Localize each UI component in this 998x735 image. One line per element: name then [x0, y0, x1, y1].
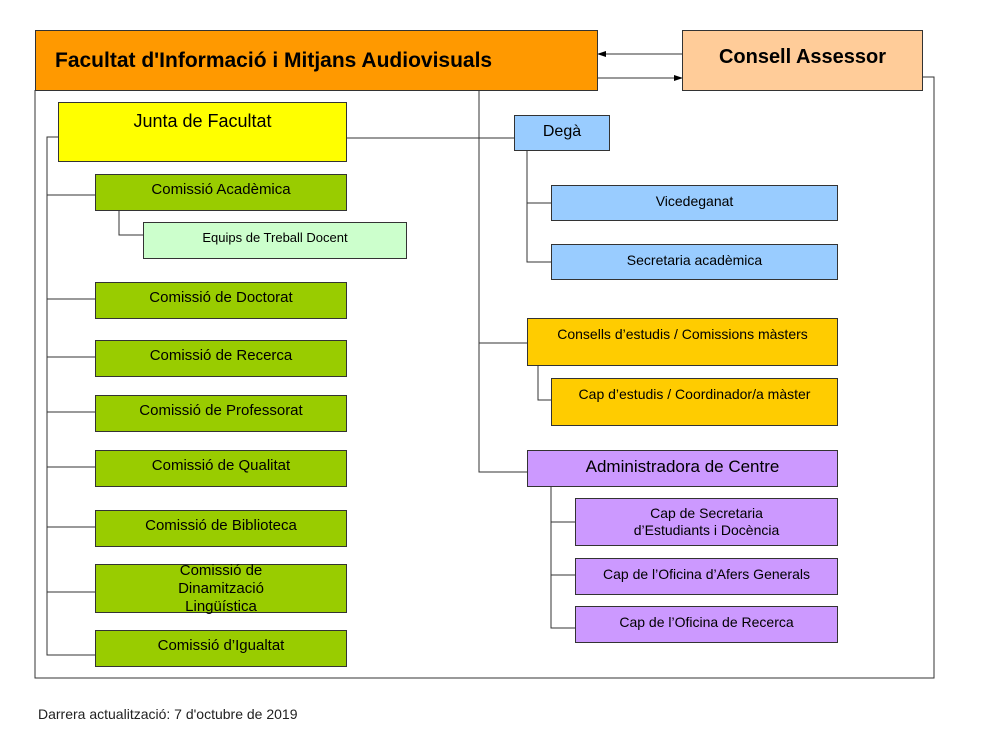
commission-recerca: Comissió de Recerca [95, 340, 347, 377]
vice-dean-box: Vicedeganat [551, 185, 838, 221]
studies-head-box: Cap d’estudis / Coordinador/a màster [551, 378, 838, 426]
commission-professorat: Comissió de Professorat [95, 395, 347, 432]
general-affairs-box: Cap de l’Oficina d’Afers Generals [575, 558, 838, 595]
academic-secretary-box: Secretaria acadèmica [551, 244, 838, 280]
left-spine [46, 136, 95, 656]
students-secretary-box: Cap de Secretaria d’Estudiants i Docènci… [575, 498, 838, 546]
dean-box: Degà [514, 115, 610, 151]
council-box: Consell Assessor [682, 30, 923, 91]
faculty-box: Facultat d'Informació i Mitjans Audiovis… [35, 30, 598, 91]
commission-qualitat: Comissió de Qualitat [95, 450, 347, 487]
board-box: Junta de Facultat [58, 102, 347, 162]
teaching-teams-box: Equips de Treball Docent [143, 222, 407, 259]
research-office-box: Cap de l’Oficina de Recerca [575, 606, 838, 643]
studies-councils-box: Consells d’estudis / Comissions màsters [527, 318, 838, 366]
commission-dinamitzacio: Comissió de Dinamització Lingüística [95, 562, 347, 615]
commission-igualtat: Comissió d’Igualtat [95, 630, 347, 667]
commission-biblioteca: Comissió de Biblioteca [95, 510, 347, 547]
admin-box: Administradora de Centre [527, 450, 838, 487]
commission-academica: Comissió Acadèmica [95, 174, 347, 211]
arrow-left-icon [597, 51, 606, 57]
last-updated-text: Darrera actualització: 7 d'octubre de 20… [38, 706, 298, 722]
commission-doctorat: Comissió de Doctorat [95, 282, 347, 319]
